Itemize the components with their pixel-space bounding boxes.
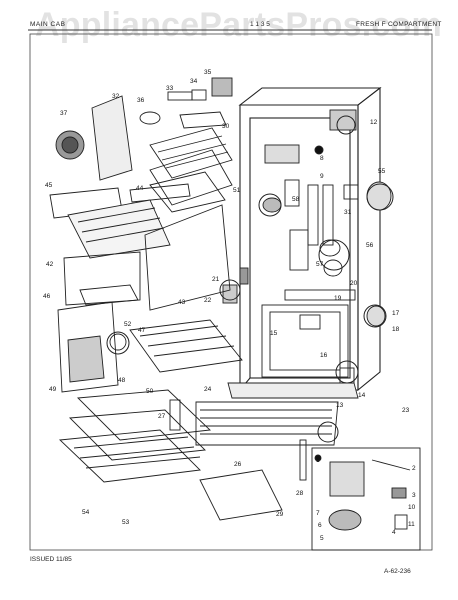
part-label: 6 [318, 522, 322, 529]
part-label: 29 [276, 511, 284, 518]
header-mid: 1 1 3 5 [250, 21, 270, 28]
part-label: 10 [408, 504, 416, 511]
footer-code: A-62-236 [384, 568, 411, 575]
footer-issued: ISSUED 11/85 [30, 556, 72, 563]
part-label: 1 [316, 457, 320, 464]
inset-detail [311, 447, 421, 551]
header-left: MAIN CAB [30, 21, 66, 28]
evaporator-parts [49, 77, 243, 393]
part-label: 21 [212, 276, 220, 283]
part-label: 36 [137, 97, 145, 104]
part-label: 9 [320, 173, 324, 180]
part-label: 45 [45, 182, 53, 189]
watermark: AppliancePartsPros.com [35, 6, 442, 44]
part-label: 51 [233, 187, 241, 194]
part-number-labels: 1 2 3 4 5 6 7 8 9 10 11 12 13 14 15 16 1… [43, 69, 416, 542]
part-label: 22 [204, 297, 212, 304]
part-label: 23 [402, 407, 410, 414]
part-label: 28 [296, 490, 304, 497]
part-label: 50 [146, 388, 154, 395]
part-label: 49 [49, 386, 57, 393]
part-label: 15 [270, 330, 278, 337]
part-label: 2 [412, 465, 416, 472]
part-label: 13 [336, 402, 344, 409]
diagram-frame [29, 33, 433, 551]
part-label: 58 [292, 196, 300, 203]
part-label: 33 [166, 85, 174, 92]
part-label: 47 [138, 327, 146, 334]
part-label: 26 [234, 461, 242, 468]
part-label: 32 [112, 93, 120, 100]
part-label: 34 [190, 78, 198, 85]
part-label: 24 [204, 386, 212, 393]
part-label: 52 [124, 321, 132, 328]
part-label: 17 [392, 310, 400, 317]
part-label: 7 [316, 510, 320, 517]
bottom-shelves [58, 389, 283, 521]
part-label: 57 [316, 261, 324, 268]
part-label: 44 [136, 185, 144, 192]
part-label: 37 [60, 110, 68, 117]
part-label: 31 [344, 209, 352, 216]
part-label: 18 [392, 326, 400, 333]
part-label: 56 [366, 242, 374, 249]
part-label: 19 [334, 295, 342, 302]
callout-bubbles [106, 115, 394, 443]
part-label: 43 [178, 299, 186, 306]
part-label: 16 [320, 352, 328, 359]
part-label: 46 [43, 293, 51, 300]
part-label: 55 [378, 168, 386, 175]
part-label: 4 [392, 529, 396, 536]
part-label: 3 [412, 492, 416, 499]
part-label: 30 [222, 123, 230, 130]
part-label: 11 [408, 521, 415, 528]
part-label: 27 [158, 413, 166, 420]
part-label: 35 [204, 69, 212, 76]
part-label: 12 [370, 119, 378, 126]
part-label: 8 [320, 155, 324, 162]
header-right: FRESH F COMPARTMENT [356, 21, 442, 28]
part-label: 20 [350, 280, 358, 287]
kickplate [169, 382, 359, 481]
part-label: 54 [82, 509, 90, 516]
part-label: 42 [46, 261, 54, 268]
part-label: 53 [122, 519, 130, 526]
part-label: 14 [358, 392, 366, 399]
part-label: 5 [320, 535, 324, 542]
part-label: 48 [118, 377, 126, 384]
cabinet [238, 86, 382, 392]
